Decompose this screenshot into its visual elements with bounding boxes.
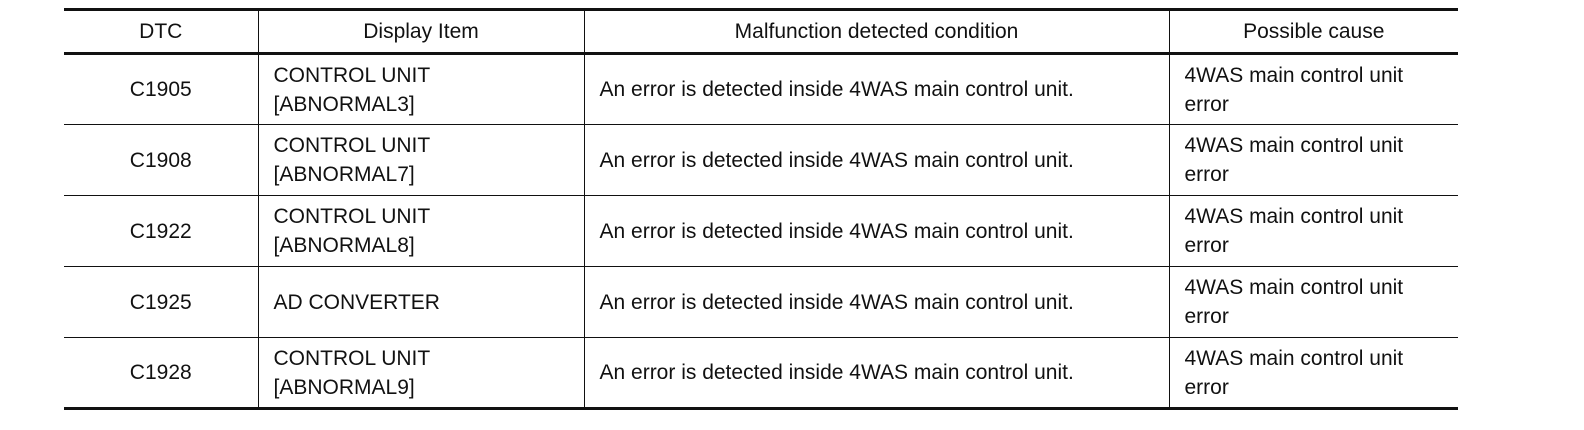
dtc-code: C1922 [64, 195, 259, 267]
possible-cause: 4WAS main control unit error [1168, 53, 1458, 125]
dtc-code: C1908 [64, 124, 259, 196]
display-item-line: CONTROL UNIT [273, 346, 431, 370]
possible-cause-line: error [1184, 92, 1229, 116]
malfunction-condition: An error is detected inside 4WAS main co… [583, 124, 1170, 196]
dtc-code: C1925 [64, 266, 259, 338]
header-malfunction-condition: Malfunction detected condition [583, 9, 1170, 55]
display-item-line: [ABNORMAL3] [273, 92, 415, 116]
possible-cause-line: error [1184, 234, 1229, 257]
table-row: C1922 CONTROL UNIT [ABNORMAL8] An error … [64, 195, 1458, 267]
possible-cause: 4WAS main control unit error [1168, 266, 1458, 338]
malfunction-condition: An error is detected inside 4WAS main co… [583, 337, 1170, 410]
display-item-line: AD CONVERTER [273, 290, 440, 314]
table-row: C1925 AD CONVERTER An error is detected … [64, 266, 1458, 338]
display-item-line: [ABNORMAL9] [273, 375, 415, 399]
display-item-line: [ABNORMAL8] [273, 234, 415, 257]
dtc-table: DTC Display Item Malfunction detected co… [64, 8, 1458, 410]
malfunction-condition: An error is detected inside 4WAS main co… [583, 266, 1170, 338]
malfunction-condition: An error is detected inside 4WAS main co… [583, 195, 1170, 267]
display-item: CONTROL UNIT [ABNORMAL8] [257, 195, 585, 267]
table-header-row: DTC Display Item Malfunction detected co… [64, 9, 1458, 55]
possible-cause-line: error [1184, 305, 1229, 328]
display-item: CONTROL UNIT [ABNORMAL7] [257, 124, 585, 196]
possible-cause-line: error [1184, 163, 1229, 186]
possible-cause-line: 4WAS main control unit [1184, 134, 1404, 157]
possible-cause-line: 4WAS main control unit [1184, 63, 1404, 87]
table-row: C1928 CONTROL UNIT [ABNORMAL9] An error … [64, 337, 1458, 410]
dtc-code: C1905 [64, 53, 259, 125]
possible-cause-line: 4WAS main control unit [1184, 276, 1404, 299]
table-row: C1908 CONTROL UNIT [ABNORMAL7] An error … [64, 124, 1458, 196]
header-display-item: Display Item [257, 9, 585, 55]
display-item: AD CONVERTER [257, 266, 585, 338]
dtc-code: C1928 [64, 337, 259, 410]
header-possible-cause: Possible cause [1168, 9, 1458, 55]
possible-cause: 4WAS main control unit error [1168, 195, 1458, 267]
display-item: CONTROL UNIT [ABNORMAL9] [257, 337, 585, 410]
header-dtc: DTC [64, 9, 259, 55]
display-item-line: CONTROL UNIT [273, 134, 431, 157]
display-item-line: [ABNORMAL7] [273, 163, 415, 186]
possible-cause: 4WAS main control unit error [1168, 124, 1458, 196]
display-item-line: CONTROL UNIT [273, 205, 431, 228]
display-item-line: CONTROL UNIT [273, 63, 431, 87]
malfunction-condition: An error is detected inside 4WAS main co… [583, 53, 1170, 125]
table-row: C1905 CONTROL UNIT [ABNORMAL3] An error … [64, 53, 1458, 125]
possible-cause-line: 4WAS main control unit [1184, 346, 1404, 370]
possible-cause-line: error [1184, 375, 1229, 399]
possible-cause-line: 4WAS main control unit [1184, 205, 1404, 228]
possible-cause: 4WAS main control unit error [1168, 337, 1458, 410]
display-item: CONTROL UNIT [ABNORMAL3] [257, 53, 585, 125]
